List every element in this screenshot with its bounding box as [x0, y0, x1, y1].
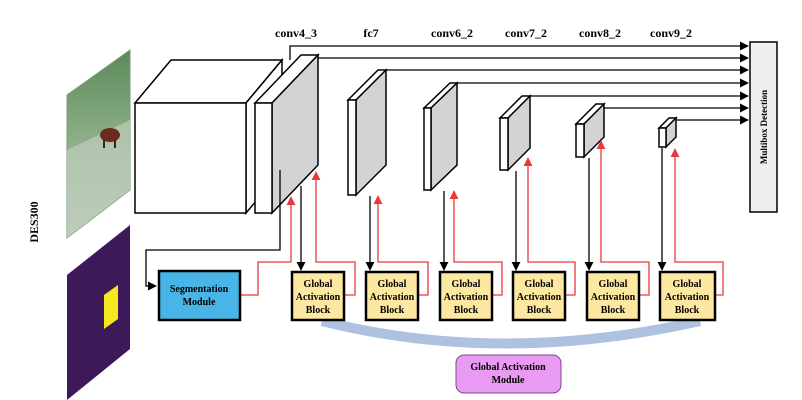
gab-3-line2: Activation [444, 292, 489, 303]
gab-2-line1: Global [378, 279, 407, 290]
segmentation-label-line1: Segmentation [170, 284, 229, 295]
gab-1-line3: Block [306, 305, 331, 316]
segmentation-label-line2: Module [183, 297, 216, 308]
label-conv6-2: conv6_2 [431, 26, 473, 40]
label-conv8-2: conv8_2 [579, 26, 621, 40]
layer-labels: conv4_3 fc7 conv6_2 conv7_2 conv8_2 conv… [275, 26, 692, 40]
multibox-detection-box: Multibox Detection [749, 41, 778, 213]
gab-2-line2: Activation [370, 292, 415, 303]
label-conv9-2: conv9_2 [650, 26, 692, 40]
gam-label-line2: Module [492, 375, 525, 386]
multibox-label: Multibox Detection [759, 90, 769, 164]
gab-3-line3: Block [454, 305, 479, 316]
gab-5-line2: Activation [591, 292, 636, 303]
conv4-3-feature-map [253, 53, 320, 215]
label-conv4-3: conv4_3 [275, 26, 317, 40]
conv9-2-feature-map [657, 116, 678, 149]
gab-1-line1: Global [304, 279, 333, 290]
map-to-gab-arrows [296, 148, 667, 271]
conv7-2-feature-map [498, 94, 532, 172]
gab-feedback-arrows [240, 140, 724, 296]
gab-6-line3: Block [675, 305, 700, 316]
gab-4-line3: Block [527, 305, 552, 316]
gab-5-line1: Global [599, 279, 628, 290]
gab-2-line3: Block [380, 305, 405, 316]
gab-1: Global Activation Block [290, 270, 346, 322]
gab-6-line1: Global [673, 279, 702, 290]
detection-arrows [289, 41, 749, 125]
gab-4-line2: Activation [517, 292, 562, 303]
gab-4-line1: Global [525, 279, 554, 290]
side-label: DES300 [27, 201, 41, 242]
to-segmentation-arrow [145, 170, 281, 291]
gam-grouping-arc [320, 316, 702, 349]
gab-4: Global Activation Block [511, 270, 567, 322]
global-activation-module: Global Activation Module [455, 354, 562, 394]
conv8-2-feature-map [574, 102, 606, 159]
gab-3: Global Activation Block [438, 270, 494, 322]
gab-3-line1: Global [452, 279, 481, 290]
gab-5-line3: Block [601, 305, 626, 316]
label-fc7: fc7 [363, 26, 378, 40]
gab-5: Global Activation Block [585, 270, 641, 322]
mask-object [104, 285, 118, 329]
conv6-2-feature-map [422, 81, 459, 192]
input-photo [66, 49, 131, 240]
fc7-feature-map [346, 68, 388, 197]
gab-2: Global Activation Block [364, 270, 420, 322]
gam-label-line1: Global Activation [470, 362, 546, 373]
segmentation-module: Segmentation Module [157, 269, 242, 322]
label-conv7-2: conv7_2 [505, 26, 547, 40]
gab-1-line2: Activation [296, 292, 341, 303]
segmentation-mask-image [67, 225, 130, 400]
gab-6-line2: Activation [665, 292, 710, 303]
gab-6: Global Activation Block [658, 270, 717, 322]
